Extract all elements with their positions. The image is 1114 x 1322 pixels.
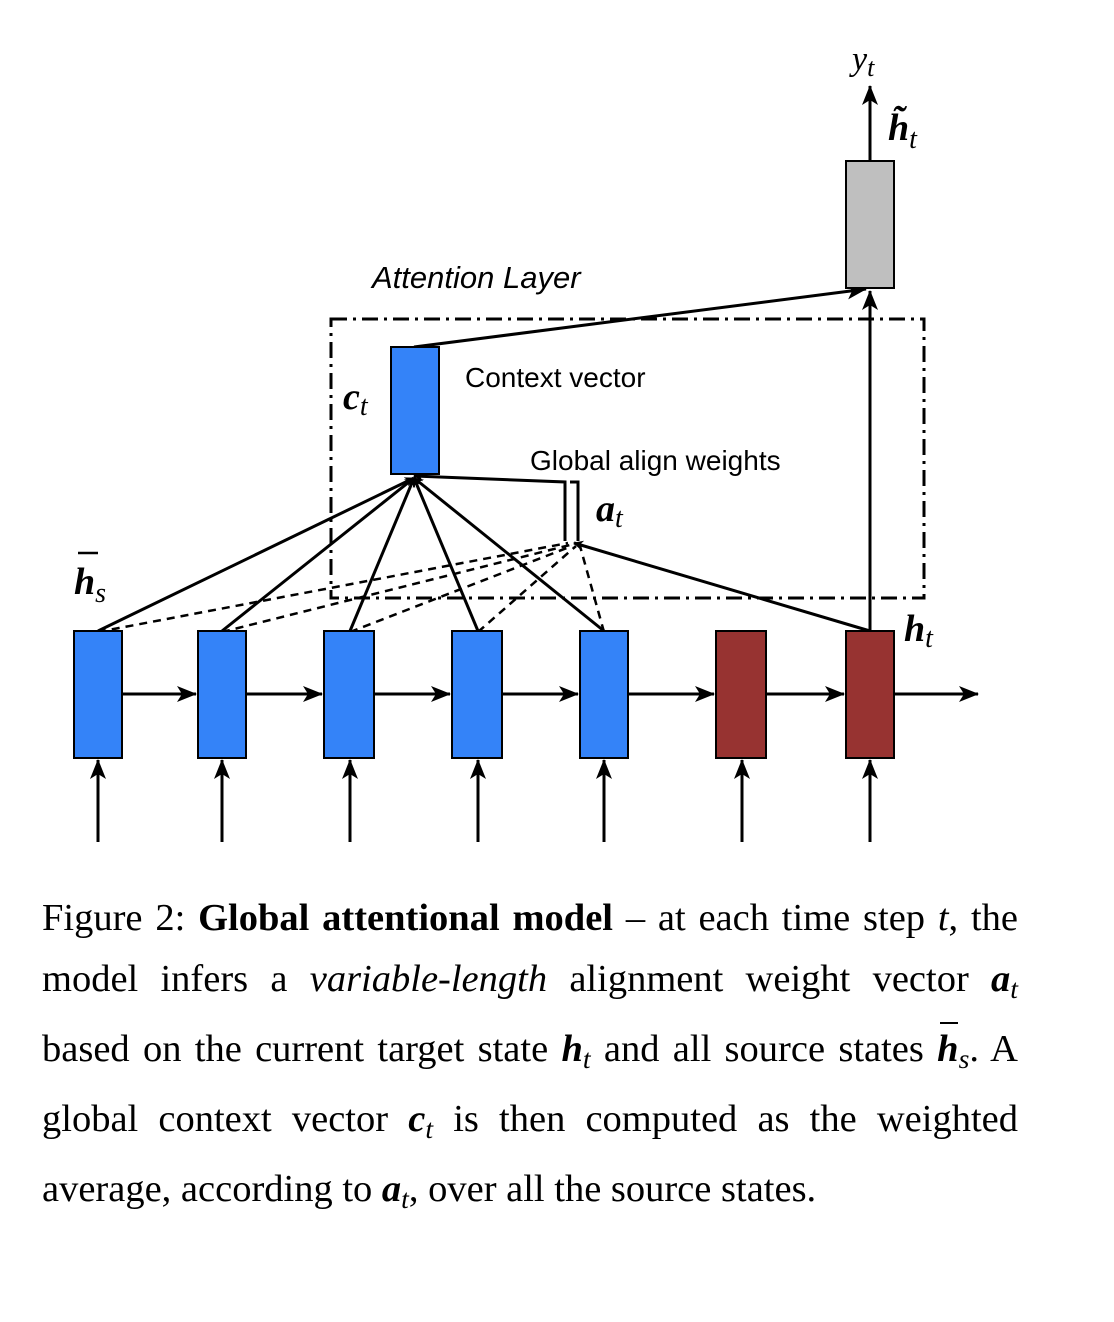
- figure-caption: Figure 2: Global attentional model – at …: [42, 897, 1019, 1214]
- at-symbol: at: [596, 488, 624, 534]
- attention-layer-box: [329, 317, 926, 600]
- context-vector-solid-lines: [97, 85, 878, 633]
- caption-title: Global attentional model: [198, 897, 613, 939]
- attentional-state-box: [845, 160, 895, 289]
- source-state-1: [73, 630, 123, 759]
- source-state-5: [579, 630, 629, 759]
- global-align-label: Global align weights: [530, 445, 781, 476]
- source-state-4: [451, 630, 503, 759]
- context-vector-label: Context vector: [465, 362, 646, 393]
- target-state-current: [845, 630, 895, 759]
- variable-length-term: variable-length: [309, 958, 548, 1000]
- source-state-3: [323, 630, 375, 759]
- source-states: [73, 630, 629, 759]
- hs-symbol: hs: [74, 551, 106, 609]
- attention-diagram: Attention Layer Context vector Global al…: [73, 41, 979, 842]
- input-arrows: [90, 759, 878, 842]
- align-weight-dashed-lines: [97, 541, 606, 634]
- ht-symbol: ht: [904, 608, 934, 654]
- figure-label: Figure 2:: [42, 897, 186, 939]
- ct-symbol: ct: [343, 376, 369, 422]
- target-states: [715, 630, 895, 759]
- source-state-2: [197, 630, 247, 759]
- svg-text:hs: hs: [74, 561, 106, 609]
- target-state-1: [715, 630, 767, 759]
- ht-tilde-symbol: h̃t: [888, 106, 918, 155]
- attention-layer-label: Attention Layer: [370, 260, 582, 295]
- yt-symbol: yt: [849, 41, 875, 82]
- context-vector-box: [390, 346, 440, 475]
